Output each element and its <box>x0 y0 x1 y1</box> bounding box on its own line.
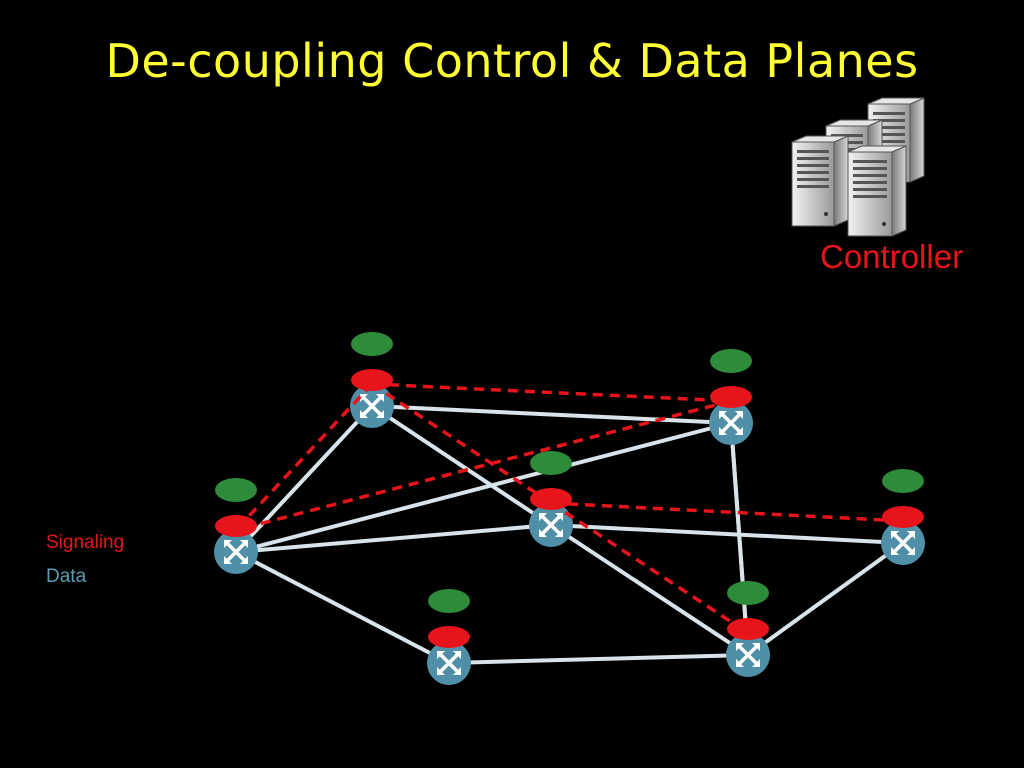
signaling-agent <box>710 386 752 408</box>
data-link <box>235 421 732 554</box>
control-agents <box>215 332 924 648</box>
signaling-link <box>371 382 732 403</box>
switch-icon <box>529 503 573 547</box>
server-icon <box>791 135 849 227</box>
signaling-links <box>234 382 904 635</box>
signaling-agent <box>882 506 924 528</box>
control-agent <box>428 589 470 613</box>
data-links <box>234 404 905 665</box>
signaling-agent <box>428 626 470 648</box>
signaling-agent <box>727 618 769 640</box>
legend-data: Data <box>46 566 87 587</box>
legend-signaling: Signaling <box>46 532 125 553</box>
control-agent <box>530 451 572 475</box>
server-icon <box>847 145 907 237</box>
signaling-link <box>235 399 732 532</box>
data-link <box>235 523 552 554</box>
controller-label: Controller <box>820 238 964 275</box>
signaling-link <box>550 501 749 635</box>
data-link <box>234 404 374 554</box>
signaling-agent <box>215 515 257 537</box>
data-link <box>448 653 749 665</box>
switch-icon <box>214 530 258 574</box>
control-agent <box>215 478 257 502</box>
control-agent <box>882 469 924 493</box>
data-link <box>371 404 732 425</box>
switch-icon <box>427 641 471 685</box>
data-link <box>550 523 904 545</box>
signaling-link <box>371 382 552 505</box>
data-link <box>729 422 750 656</box>
signaling-agent <box>351 369 393 391</box>
control-agent <box>351 332 393 356</box>
data-link <box>746 541 905 657</box>
control-agent <box>710 349 752 373</box>
data-link <box>370 404 553 527</box>
control-agent <box>727 581 769 605</box>
switches <box>214 384 925 685</box>
signaling-agent <box>530 488 572 510</box>
switch-icon <box>709 401 753 445</box>
slide-title: De-coupling Control & Data Planes <box>105 34 919 88</box>
switch-icon <box>350 384 394 428</box>
signaling-link <box>550 501 904 523</box>
switch-icon <box>881 521 925 565</box>
server-cluster-icon <box>791 97 925 237</box>
switch-icon <box>726 633 770 677</box>
data-link <box>549 523 750 657</box>
data-link <box>235 550 450 665</box>
